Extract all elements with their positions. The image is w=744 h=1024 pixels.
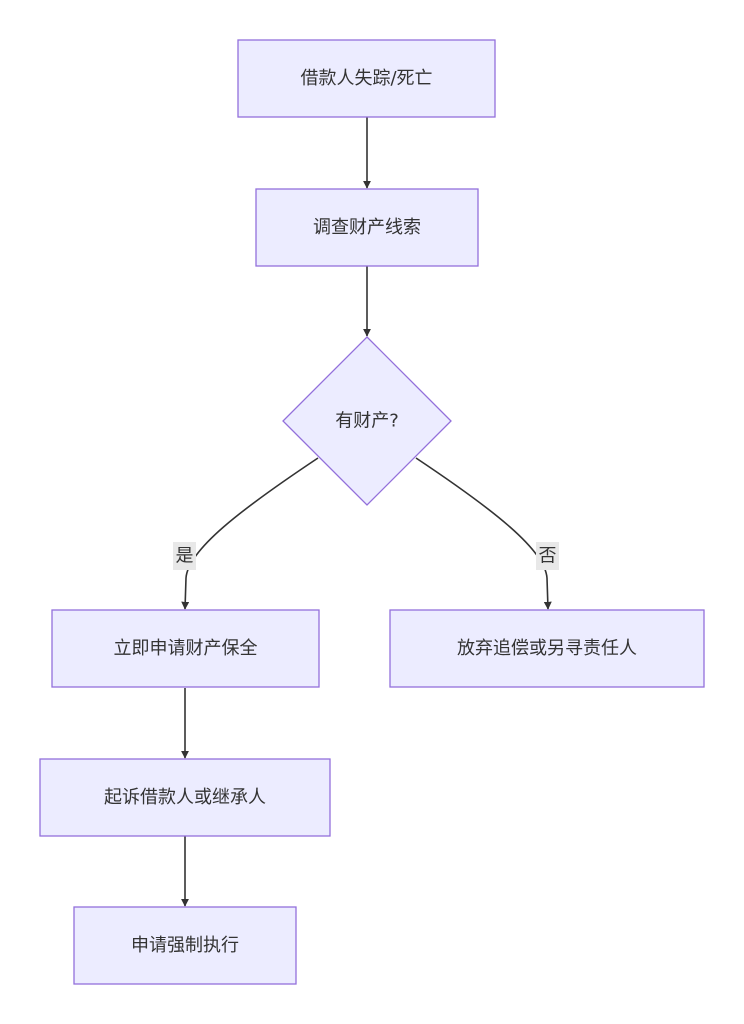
- node-preserve-label: 立即申请财产保全: [114, 638, 258, 659]
- node-start-label: 借款人失踪/死亡: [300, 68, 432, 89]
- edges: [181, 117, 552, 907]
- node-sue: 起诉借款人或继承人: [39, 758, 331, 837]
- node-decision: 有财产?: [282, 336, 452, 506]
- node-investigate-label: 调查财产线索: [313, 217, 421, 238]
- edge-label-yes-text: 是: [176, 546, 194, 567]
- node-enforce: 申请强制执行: [73, 906, 297, 985]
- edge-label-yes: 是: [173, 542, 196, 570]
- node-investigate: 调查财产线索: [255, 188, 479, 267]
- edge-decision-to-preserve: [181, 457, 319, 610]
- edge-label-no-text: 否: [539, 546, 557, 567]
- node-start: 借款人失踪/死亡: [237, 39, 496, 118]
- node-decision-label: 有财产?: [335, 411, 399, 432]
- edge-label-no: 否: [536, 542, 559, 570]
- node-preserve: 立即申请财产保全: [51, 609, 320, 688]
- node-abandon: 放弃追偿或另寻责任人: [389, 609, 705, 688]
- edge-decision-to-abandon: [415, 457, 552, 610]
- node-enforce-label: 申请强制执行: [131, 935, 239, 956]
- node-abandon-label: 放弃追偿或另寻责任人: [457, 638, 637, 659]
- node-sue-label: 起诉借款人或继承人: [104, 787, 266, 808]
